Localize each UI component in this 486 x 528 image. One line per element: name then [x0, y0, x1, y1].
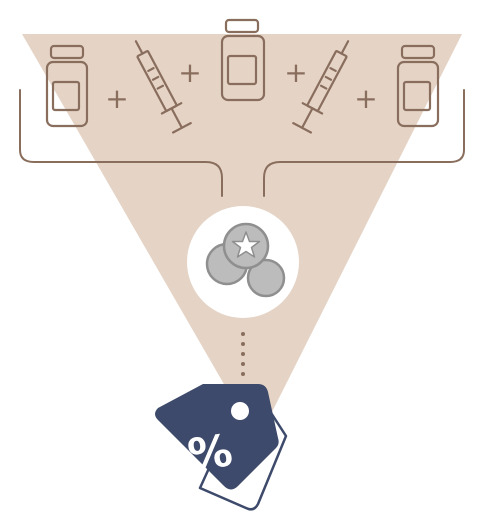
plus-operators: + + + + — [105, 56, 377, 115]
vial-icon — [45, 44, 89, 128]
coins-icon — [205, 222, 286, 298]
plus-sign: + — [284, 56, 307, 89]
discount-tag-icon: % — [155, 384, 288, 511]
plus-sign: + — [105, 82, 128, 115]
star-icon — [231, 231, 261, 258]
plus-sign: + — [178, 56, 201, 89]
product-icons — [45, 18, 440, 134]
percent-symbol: % — [185, 425, 236, 482]
grouping-bracket — [19, 89, 465, 197]
dotted-connector — [241, 332, 245, 376]
tag-hole — [231, 402, 249, 420]
plus-sign: + — [354, 82, 377, 115]
vial-icon — [220, 18, 266, 102]
syringe-icon — [134, 40, 192, 134]
syringe-icon — [292, 40, 350, 134]
vial-icon — [396, 44, 440, 128]
